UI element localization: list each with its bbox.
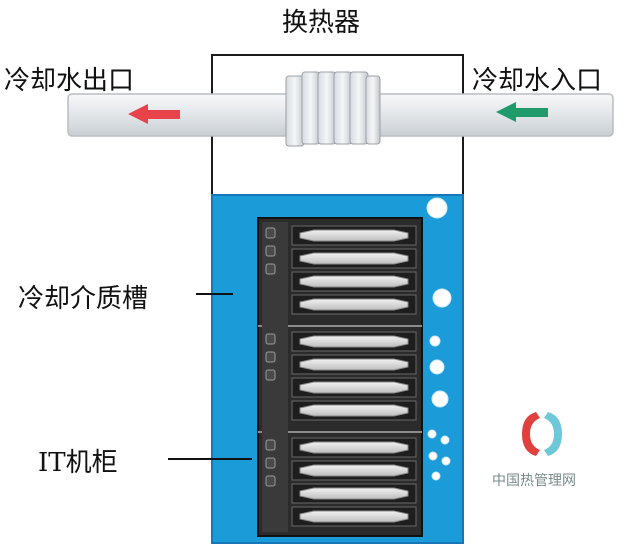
server-slot xyxy=(291,225,417,246)
server-slot xyxy=(291,460,417,481)
rack-indicators xyxy=(265,227,276,487)
heat-exchanger-label: 换热器 xyxy=(282,8,361,38)
watermark-logo xyxy=(522,412,562,456)
watermark-text: 中国热管理网 xyxy=(492,473,576,489)
server-slot xyxy=(291,331,417,352)
server-slot xyxy=(291,248,417,269)
outlet-arrow-icon xyxy=(128,104,180,124)
server-slot xyxy=(291,437,417,458)
server-slot xyxy=(291,506,417,527)
it-cabinet-label: IT机柜 xyxy=(38,448,118,478)
inlet-arrow-icon xyxy=(496,102,548,122)
coolant-outlet-label: 冷却水出口 xyxy=(4,66,135,96)
server-slot xyxy=(291,271,417,292)
coolant-tank-label: 冷却介质槽 xyxy=(18,284,149,314)
bubbles xyxy=(426,197,452,481)
server-slot xyxy=(291,354,417,375)
server-slot xyxy=(291,483,417,504)
server-slot xyxy=(291,377,417,398)
server-slot xyxy=(291,400,417,421)
server-slot xyxy=(291,294,417,315)
coolant-inlet-label: 冷却水入口 xyxy=(472,66,603,96)
server-slots xyxy=(291,225,417,527)
heat-exchanger-fins xyxy=(285,71,381,147)
